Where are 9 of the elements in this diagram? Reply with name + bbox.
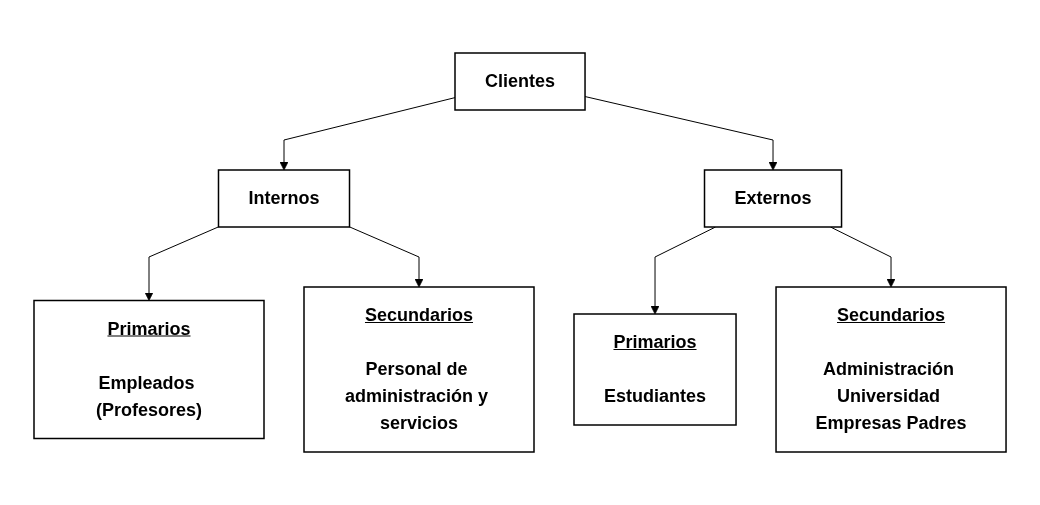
arrow — [349, 226, 424, 288]
arrow — [144, 226, 219, 301]
node-box: Primarios Estudiantes — [573, 313, 737, 426]
node-box: Primarios Empleados (Profesores) — [33, 299, 265, 440]
node-box: Secundarios Administración Universidad Empresas Padres — [775, 286, 1007, 453]
node-box: Secundarios Personal de administración y servicios — [303, 286, 535, 453]
node-box: Clientes — [454, 52, 586, 111]
node-box: Internos — [217, 169, 351, 228]
node-box: Externos — [703, 169, 843, 228]
